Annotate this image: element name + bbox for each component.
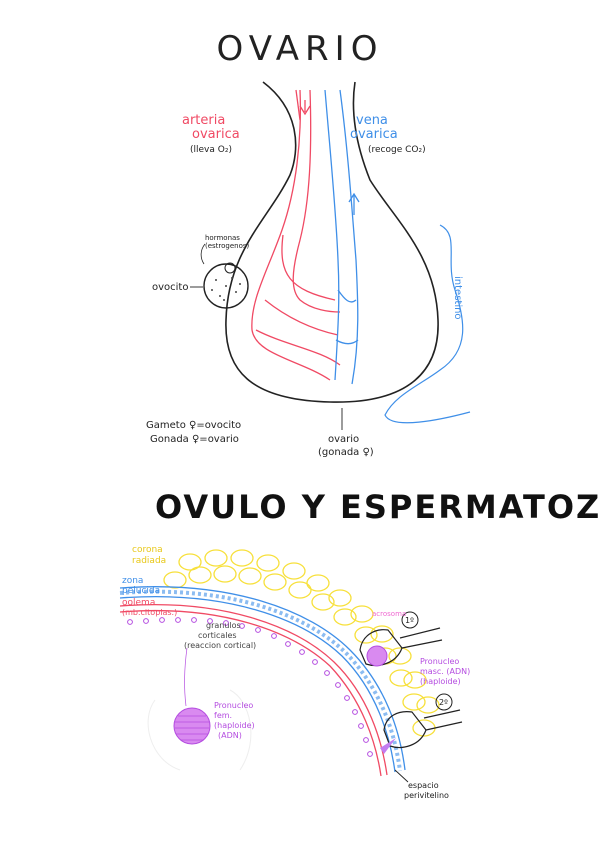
pron-fem-label-4: (ADN) xyxy=(218,731,242,740)
pron-fem-label-2: fem. xyxy=(214,711,232,720)
zona-pellucida-band xyxy=(119,586,406,773)
hormonas-arrow xyxy=(200,243,206,265)
sperm-1 xyxy=(359,627,443,667)
ovario-title: OVARIO xyxy=(217,29,384,69)
espacio-label-2: perivitelino xyxy=(404,791,449,800)
arteria-label-2: ovarica xyxy=(192,127,240,142)
pron-fem-label: Pronucleo xyxy=(214,701,253,710)
hormonas-label: hormonas xyxy=(205,234,240,242)
zona-label-2: pelucida xyxy=(122,586,160,596)
granulos-label-2: corticales xyxy=(198,631,237,640)
granulos-label: granulos xyxy=(206,621,241,630)
pron-masc-label-2: masc. (ADN) xyxy=(420,667,470,676)
pron-fem-pointer xyxy=(184,647,188,707)
arteria-label: arteria xyxy=(182,113,225,128)
ovario-label-2: (gonada ♀) xyxy=(318,447,374,458)
cortical-granules xyxy=(127,617,373,757)
n1-circle xyxy=(401,611,419,629)
oocyte-nucleus xyxy=(224,262,236,274)
ovocito-label: ovocito xyxy=(152,282,188,293)
ovario-label: ovario xyxy=(328,434,359,445)
hormonas-label-2: (estrogenos) xyxy=(205,242,250,250)
n2-label: 2º xyxy=(439,698,448,707)
intestino-label: intestino xyxy=(452,276,463,320)
vena-label: vena xyxy=(356,113,388,128)
zona-label: zona xyxy=(122,576,143,586)
intestine-curve xyxy=(384,224,471,424)
oolema-label-2: (mb.citoplas.) xyxy=(122,608,177,617)
espacio-label: espacio xyxy=(408,781,439,790)
granulos-label-3: (reaccion cortical) xyxy=(184,641,256,650)
n2-circle xyxy=(435,693,453,711)
pron-fem-circle xyxy=(173,707,211,745)
gameto-label: Gameto ♀=ovocito xyxy=(146,420,241,431)
pron-fem-arc xyxy=(147,689,252,771)
n1-label: 1º xyxy=(405,616,414,625)
arteria-note: (lleva O₂) xyxy=(190,145,232,155)
pron-masc-label-3: (haploide) xyxy=(420,677,461,686)
pron-fem-label-3: (haploide) xyxy=(214,721,255,730)
ovulo-title: OVULO Y ESPERMATOZ. xyxy=(155,488,599,526)
vena-label-2: ovarica xyxy=(350,127,398,142)
vena-note: (recoge CO₂) xyxy=(368,145,426,155)
oolema-label: oolema xyxy=(122,598,155,608)
pron-masc-label: Pronucleo xyxy=(420,657,459,666)
gonada-label: Gonada ♀=ovario xyxy=(150,434,239,445)
corona-label: corona xyxy=(132,545,163,555)
oolema-lines xyxy=(119,603,388,777)
ovary-outline xyxy=(225,81,439,403)
corona-label-2: radiada xyxy=(132,556,166,566)
corona-radiata-cells xyxy=(163,549,440,737)
vein-vessels xyxy=(324,89,360,385)
pron-fem-hatch xyxy=(175,715,209,741)
oocyte-circle xyxy=(203,263,249,309)
artery-vessels xyxy=(251,89,341,381)
acrosoma-label: acrosoma xyxy=(372,610,406,618)
espacio-arrow xyxy=(394,769,409,783)
sperm-2 xyxy=(380,709,463,754)
oocyte-dots xyxy=(211,277,241,301)
